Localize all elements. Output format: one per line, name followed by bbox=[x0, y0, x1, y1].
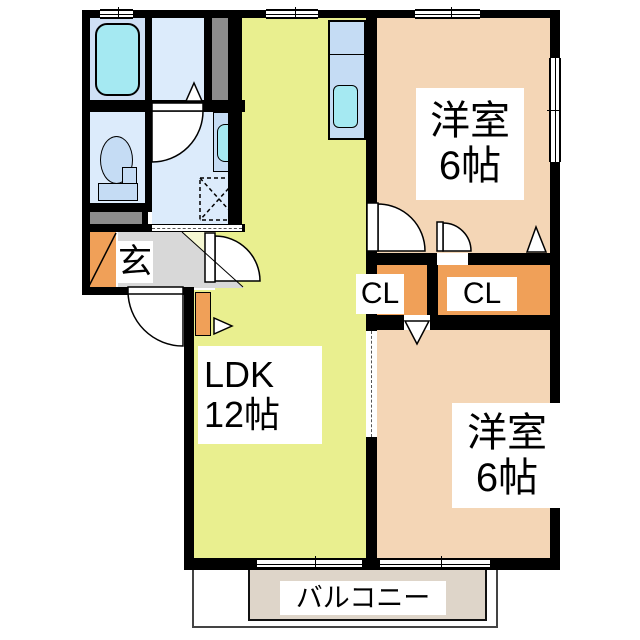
room-label-ldk: LDK 12帖 bbox=[198, 346, 322, 444]
bathtub-icon bbox=[95, 23, 140, 96]
balcony-text: バルコニー bbox=[295, 582, 431, 613]
washroom-opening bbox=[152, 224, 242, 232]
closet-label-left: CL bbox=[356, 274, 404, 314]
kitchen-sink-icon bbox=[333, 85, 358, 128]
wall bbox=[82, 10, 560, 18]
toilet-cistern-icon bbox=[122, 167, 137, 184]
closet-label-right: CL bbox=[447, 277, 517, 311]
closet-label: CL bbox=[360, 277, 400, 311]
wall bbox=[184, 287, 194, 570]
closet-label: CL bbox=[462, 277, 502, 311]
washroom-upper-area bbox=[152, 18, 204, 100]
room-size: 12帖 bbox=[204, 394, 281, 435]
closet-door-opening bbox=[437, 253, 468, 265]
wall bbox=[228, 10, 242, 232]
toilet-tank-icon bbox=[98, 183, 138, 201]
kitchen-counter-divider bbox=[328, 54, 366, 55]
room-name: 洋室 bbox=[430, 99, 510, 144]
wall bbox=[82, 203, 148, 212]
pipe-shaft-bottom bbox=[88, 212, 142, 224]
wall bbox=[204, 18, 212, 103]
room-label-bedroom-top: 洋室 6帖 bbox=[416, 88, 524, 200]
wall bbox=[82, 287, 188, 295]
wall bbox=[145, 18, 152, 103]
shoe-cabinet-icon bbox=[88, 232, 116, 287]
wall bbox=[82, 224, 152, 232]
sliding-door-icon bbox=[366, 330, 377, 438]
wall bbox=[184, 558, 560, 570]
window-icon bbox=[266, 7, 318, 19]
wall bbox=[145, 110, 152, 212]
balcony-label: バルコニー bbox=[280, 581, 446, 615]
wall bbox=[82, 10, 90, 295]
pipe-shaft-top bbox=[212, 18, 228, 100]
entrance-door-swing-icon bbox=[127, 290, 184, 347]
storage-cabinet-icon bbox=[195, 292, 211, 336]
genkan-text: 玄 bbox=[118, 242, 152, 281]
room-name: 洋室 bbox=[467, 410, 547, 455]
room-name: LDK bbox=[204, 353, 275, 395]
window-icon bbox=[415, 7, 480, 19]
genkan-label: 玄 bbox=[117, 241, 153, 283]
window-icon bbox=[380, 556, 490, 569]
wall bbox=[377, 253, 560, 265]
room-label-bedroom-bottom: 洋室 6帖 bbox=[452, 403, 562, 508]
closet-door-opening bbox=[404, 315, 430, 330]
wall bbox=[82, 100, 245, 112]
room-size: 6帖 bbox=[438, 144, 502, 188]
wall bbox=[142, 212, 148, 224]
window-icon bbox=[547, 58, 561, 162]
wall bbox=[550, 10, 560, 570]
wall bbox=[427, 253, 438, 330]
window-icon bbox=[257, 556, 362, 569]
window-icon bbox=[100, 7, 133, 19]
room-size: 6帖 bbox=[475, 455, 539, 500]
